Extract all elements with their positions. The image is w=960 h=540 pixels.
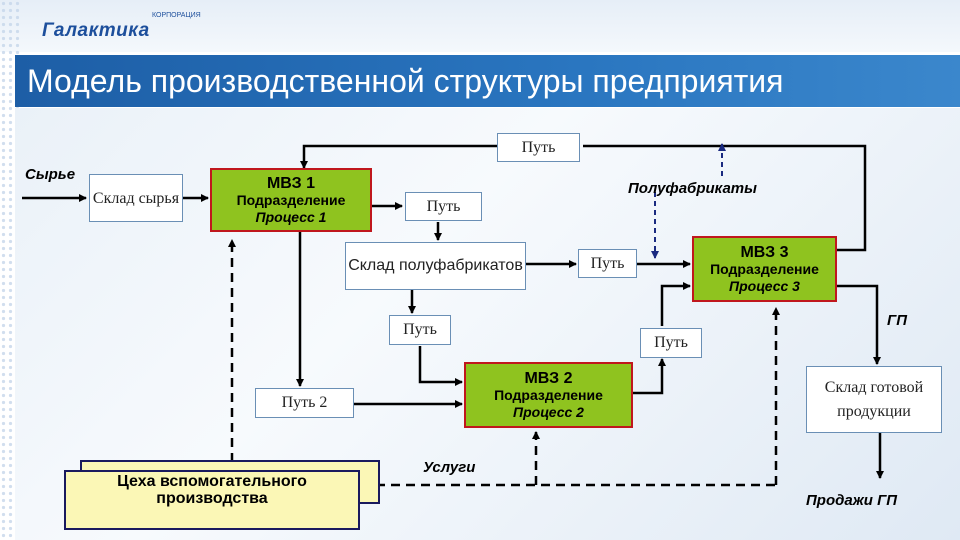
- path-after-mvz1-label: Путь: [426, 197, 461, 215]
- mvz3-dept: Подразделение: [710, 260, 819, 277]
- title-bar: Модель производственной структуры предпр…: [15, 55, 960, 107]
- raw-label: Сырье: [25, 166, 76, 183]
- logo-text: Галактика: [42, 20, 150, 41]
- mvz3-box[interactable]: МВЗ 3 Подразделение Процесс 3: [692, 236, 837, 302]
- mvz3-process: Процесс 3: [729, 277, 800, 294]
- finished-store-label: Склад готовой продукции: [824, 378, 924, 420]
- semi-store-label: Склад полуфабрикатов: [348, 257, 523, 274]
- edge-top-loop-left: [300, 144, 497, 169]
- edge-path-mvz2: [418, 346, 463, 386]
- path-top-label: Путь: [521, 138, 556, 156]
- edge-mvz3-finished: [837, 284, 881, 365]
- path-top-box[interactable]: Путь: [497, 133, 580, 162]
- mvz2-dept: Подразделение: [494, 386, 603, 403]
- mvz1-name: МВЗ 1: [266, 174, 316, 192]
- header-band: КОРПОРАЦИЯ Галактика: [0, 0, 960, 52]
- path2-box[interactable]: Путь 2: [255, 388, 354, 418]
- semi-label: Полуфабрикаты: [628, 180, 757, 197]
- gp-label: ГП: [887, 312, 907, 329]
- path-after-mvz1-box[interactable]: Путь: [405, 192, 482, 221]
- sales-label: Продажи ГП: [806, 492, 898, 509]
- raw-store-label: Склад сырья: [92, 189, 180, 207]
- finished-store-box[interactable]: Склад готовой продукции: [806, 366, 942, 433]
- path2-label: Путь 2: [281, 394, 328, 411]
- aux-shops-box[interactable]: Цеха вспомогательного производства: [64, 470, 360, 530]
- edge-path-mvz3-b: [660, 282, 691, 326]
- mvz2-name: МВЗ 2: [524, 369, 573, 387]
- path-mvz2-mvz3-label: Путь: [654, 334, 688, 351]
- mvz1-box[interactable]: МВЗ 1 Подразделение Процесс 1: [210, 168, 372, 232]
- raw-store[interactable]: Склад сырья: [89, 174, 183, 222]
- mvz3-name: МВЗ 3: [740, 243, 789, 261]
- semi-store-box[interactable]: Склад полуфабрикатов: [345, 242, 526, 290]
- path-to-mvz3-label: Путь: [590, 254, 625, 272]
- mvz1-process: Процесс 1: [255, 208, 327, 225]
- path-mvz2-mvz3-box[interactable]: Путь: [640, 328, 702, 358]
- mvz1-dept: Подразделение: [236, 191, 346, 208]
- services-label: Услуги: [423, 459, 476, 476]
- edge-mvz3-top-loop: [583, 144, 867, 252]
- company-logo: КОРПОРАЦИЯ Галактика: [42, 12, 201, 42]
- path-below-semi-label: Путь: [403, 321, 437, 338]
- mvz2-box[interactable]: МВЗ 2 Подразделение Процесс 2: [464, 362, 633, 428]
- path-to-mvz3-box[interactable]: Путь: [578, 249, 637, 278]
- mvz2-process: Процесс 2: [513, 403, 584, 420]
- edge-mvz2-path: [633, 358, 666, 395]
- path-below-semi-box[interactable]: Путь: [389, 315, 451, 345]
- page-title: Модель производственной структуры предпр…: [27, 63, 784, 99]
- aux-shops-label: Цеха вспомогательного производства: [117, 473, 307, 507]
- logo-subtext: КОРПОРАЦИЯ: [152, 12, 201, 19]
